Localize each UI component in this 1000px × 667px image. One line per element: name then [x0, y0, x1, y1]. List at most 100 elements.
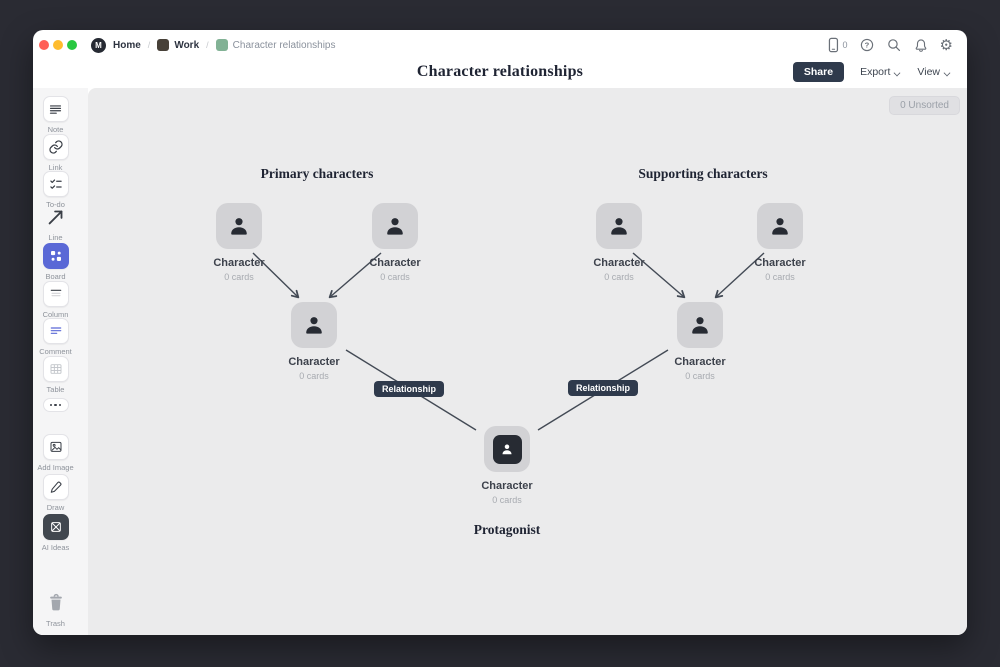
tool-trash[interactable]: Trash	[33, 590, 78, 628]
trash-icon	[43, 590, 69, 616]
character-card-node[interactable]: Character 0 cards	[266, 302, 362, 381]
header-actions: Share Export View	[792, 62, 951, 82]
relationship-label[interactable]: Relationship	[373, 381, 445, 397]
tool-ai-ideas[interactable]: AI Ideas	[33, 514, 78, 552]
tool-board[interactable]: Board	[33, 243, 78, 281]
heading-primary-characters[interactable]: Primary characters	[260, 166, 374, 181]
tool-table[interactable]: Table	[33, 356, 78, 394]
zoom-window-button[interactable]	[67, 40, 77, 50]
add-image-icon	[42, 434, 69, 460]
board-canvas[interactable]: 0 Unsorted Primary characters Supporting…	[88, 88, 967, 635]
character-avatar-icon[interactable]	[372, 203, 418, 249]
character-card-node[interactable]: Character 0 cards	[191, 203, 287, 282]
work-board-icon	[157, 39, 170, 51]
board-icon	[42, 243, 69, 269]
protagonist-card-node[interactable]: Character 0 cards	[459, 426, 555, 505]
view-dropdown[interactable]: View	[917, 66, 951, 78]
character-avatar-icon[interactable]	[291, 302, 337, 348]
ai-ideas-icon	[42, 514, 69, 540]
mobile-device-button[interactable]: 0	[825, 36, 848, 54]
unsorted-badge[interactable]: 0 Unsorted	[889, 96, 960, 115]
card-subtitle: 0 cards	[299, 371, 329, 381]
character-avatar-icon[interactable]	[216, 203, 262, 249]
card-title: Character	[288, 356, 340, 368]
card-title: Character	[674, 356, 726, 368]
page-title[interactable]: Character relationships	[416, 63, 584, 80]
character-avatar-icon[interactable]	[677, 302, 723, 348]
card-subtitle: 0 cards	[685, 371, 715, 381]
pencil-icon	[42, 474, 69, 500]
breadcrumb: M Home / Work / Character relationships	[91, 37, 336, 53]
search-button[interactable]	[886, 37, 902, 53]
tool-comment[interactable]: Comment	[33, 318, 78, 356]
help-button[interactable]: ?	[859, 37, 875, 53]
tool-line[interactable]: Line	[33, 204, 78, 242]
tool-label: Trash	[46, 619, 65, 628]
heading-protagonist[interactable]: Protagonist	[473, 522, 541, 537]
character-avatar-icon[interactable]	[596, 203, 642, 249]
app-window: M Home / Work / Character relationships …	[33, 30, 967, 635]
character-card-node[interactable]: Character 0 cards	[571, 203, 667, 282]
card-subtitle: 0 cards	[380, 272, 410, 282]
chevron-down-icon	[894, 69, 901, 76]
tool-link[interactable]: Link	[33, 134, 78, 172]
tool-label: Comment	[39, 347, 72, 356]
todo-icon	[42, 171, 69, 197]
bell-icon	[915, 38, 926, 52]
breadcrumb-separator: /	[147, 40, 151, 50]
breadcrumb-current-label: Character relationships	[232, 39, 336, 51]
tool-more[interactable]	[33, 398, 78, 412]
breadcrumb-work[interactable]: Work	[157, 39, 199, 51]
card-subtitle: 0 cards	[765, 272, 795, 282]
export-label: Export	[860, 66, 891, 78]
breadcrumb-home[interactable]: Home	[113, 39, 141, 51]
svg-text:?: ?	[864, 41, 869, 50]
breadcrumb-work-label: Work	[174, 39, 200, 51]
comment-icon	[42, 318, 69, 344]
tool-add-image[interactable]: Add Image	[33, 434, 78, 472]
card-title: Character	[369, 257, 421, 269]
character-avatar-icon[interactable]	[757, 203, 803, 249]
export-dropdown[interactable]: Export	[860, 66, 901, 78]
protagonist-avatar-icon[interactable]	[484, 426, 530, 472]
character-card-node[interactable]: Character 0 cards	[347, 203, 443, 282]
device-count-badge: 0	[842, 40, 848, 50]
breadcrumb-current[interactable]: Character relationships	[215, 39, 336, 51]
link-icon	[42, 134, 69, 160]
share-button[interactable]: Share	[792, 62, 845, 82]
character-card-node[interactable]: Character 0 cards	[732, 203, 828, 282]
settings-button[interactable]: ⚙	[939, 35, 953, 54]
toolbar-sidebar: Note Link	[33, 88, 88, 635]
chevron-down-icon	[944, 69, 951, 76]
help-icon: ?	[860, 38, 873, 52]
relationship-label[interactable]: Relationship	[567, 380, 639, 396]
tool-label: Table	[46, 385, 65, 394]
tool-label: Board	[45, 272, 66, 281]
relationship-lines	[252, 252, 765, 431]
tool-label: Line	[48, 233, 63, 242]
card-subtitle: 0 cards	[604, 272, 634, 282]
board-header: Character relationships Share Export Vie…	[33, 60, 967, 88]
close-window-button[interactable]	[39, 40, 49, 50]
table-icon	[42, 356, 69, 382]
character-card-node[interactable]: Character 0 cards	[652, 302, 748, 381]
topbar-icons: 0 ? ⚙	[825, 36, 953, 54]
tool-todo[interactable]: To-do	[33, 171, 78, 209]
view-label: View	[917, 66, 940, 78]
breadcrumb-separator: /	[206, 40, 209, 50]
traffic-lights	[39, 40, 77, 50]
tool-note[interactable]: Note	[33, 96, 78, 134]
notifications-button[interactable]	[913, 37, 929, 54]
gear-icon: ⚙	[939, 35, 953, 54]
window-topbar: M Home / Work / Character relationships …	[33, 30, 967, 60]
heading-supporting-characters[interactable]: Supporting characters	[638, 166, 768, 181]
tool-label: Draw	[46, 503, 65, 512]
card-title: Character	[481, 480, 533, 492]
tool-label: Link	[48, 163, 63, 172]
minimize-window-button[interactable]	[53, 40, 63, 50]
milanote-logo-icon[interactable]: M	[91, 37, 106, 53]
card-title: Character	[593, 257, 645, 269]
note-icon	[42, 96, 69, 122]
tool-draw[interactable]: Draw	[33, 474, 78, 512]
tool-column[interactable]: Column	[33, 281, 78, 319]
